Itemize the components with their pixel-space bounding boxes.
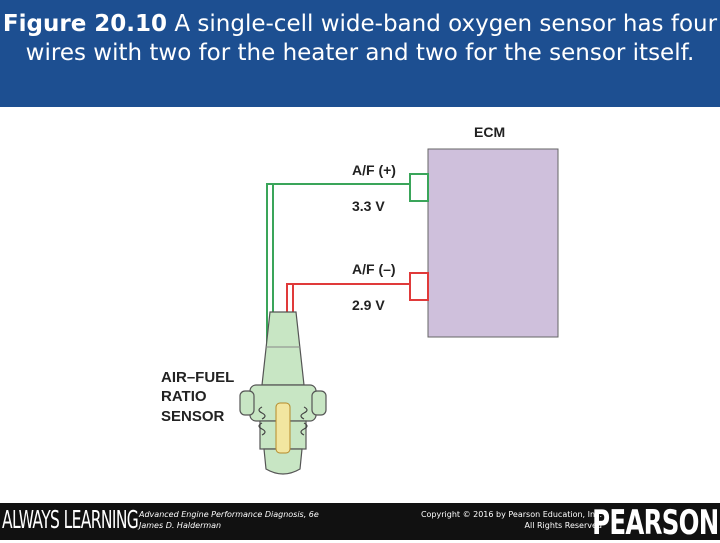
af-plus-terminal (409, 173, 429, 202)
af-minus-voltage: 2.9 V (352, 297, 385, 313)
copyright-line1: Copyright © 2016 by Pearson Education, I… (420, 510, 602, 519)
copyright-notice: Copyright © 2016 by Pearson Education, I… (421, 509, 602, 531)
ecm-label: ECM (474, 124, 505, 140)
footer-bar: ALWAYS LEARNING Advanced Engine Performa… (0, 503, 720, 543)
figure-number: Figure 20.10 (2, 11, 168, 37)
always-learning-logo: ALWAYS LEARNING (2, 505, 139, 534)
book-credit: Advanced Engine Performance Diagnosis, 6… (139, 509, 319, 531)
ecm-box (427, 148, 559, 338)
af-minus-terminal (409, 272, 429, 301)
af-plus-label: A/F (+) (352, 162, 396, 178)
wiring-diagram-svg: ECM A/F (+) 3.3 V A/F (–) 2.9 V (161, 124, 559, 475)
sensor-body (239, 311, 327, 475)
af-minus-label: A/F (–) (352, 261, 396, 277)
sensor-wiring-diagram: ECM A/F (+) 3.3 V A/F (–) 2.9 V (0, 107, 720, 503)
book-title: Advanced Engine Performance Diagnosis, 6… (139, 510, 319, 519)
copyright-line2: All Rights Reserved (524, 521, 602, 530)
figure-caption: Figure 20.10 A single-cell wide-band oxy… (0, 0, 720, 107)
sensor-label-line3: SENSOR (161, 408, 225, 425)
af-plus-voltage: 3.3 V (352, 198, 385, 214)
sensor-label-line2: RATIO (161, 388, 207, 405)
book-author: James D. Halderman (139, 521, 222, 530)
caption-text: A single-cell wide-band oxygen sensor ha… (25, 11, 718, 66)
sensor-label-line1: AIR–FUEL (161, 369, 234, 386)
pearson-logo: PEARSON (591, 503, 719, 543)
